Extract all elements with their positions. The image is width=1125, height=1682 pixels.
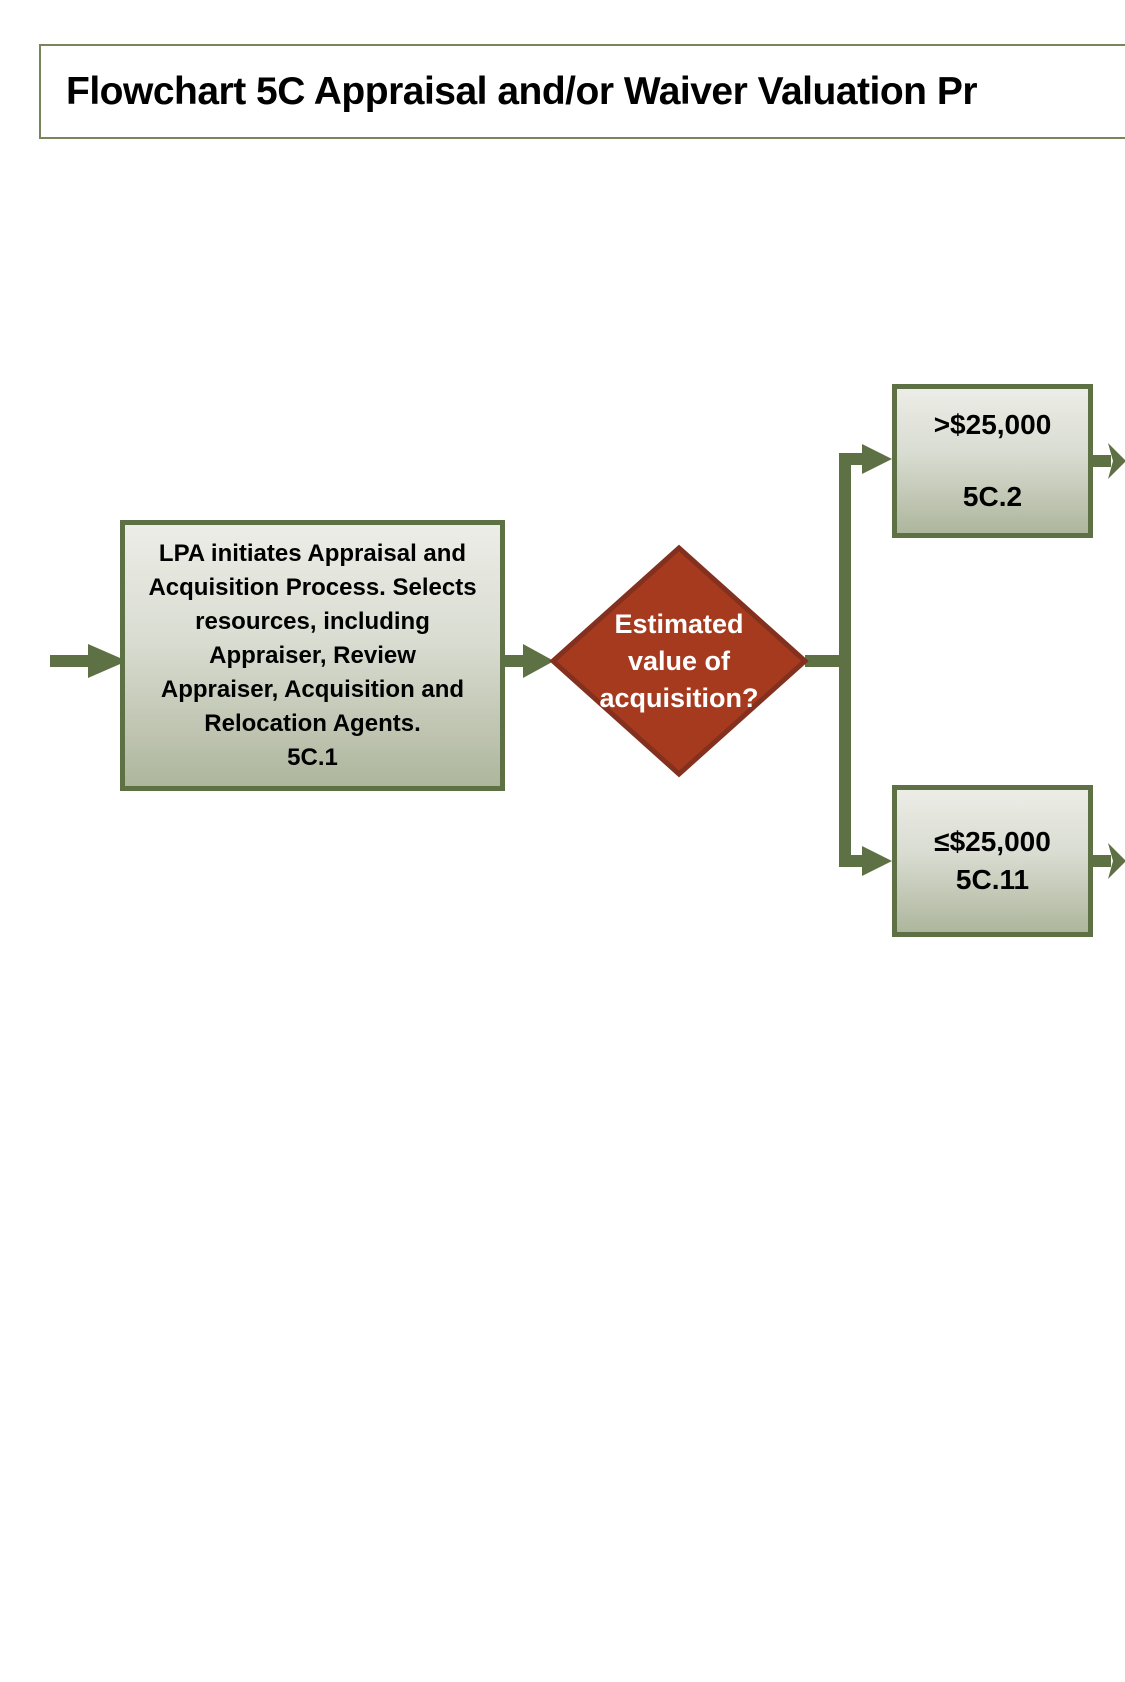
decision-diamond-label: Estimated value of acquisition? bbox=[599, 608, 759, 713]
exit-arrow-under25k bbox=[1093, 843, 1125, 879]
decision-diamond-shape bbox=[549, 544, 809, 778]
process-box-5c2: >$25,000 5C.2 bbox=[892, 384, 1093, 538]
arrow-start-to-decision bbox=[505, 644, 554, 678]
flowchart-title-bar: Flowchart 5C Appraisal and/or Waiver Val… bbox=[39, 44, 1125, 139]
process-box-5c2-label: >$25,000 5C.2 bbox=[933, 409, 1052, 512]
page-title: Flowchart 5C Appraisal and/or Waiver Val… bbox=[66, 69, 978, 113]
process-box-5c11: ≤$25,000 5C.11 bbox=[892, 785, 1093, 937]
arrow-branch-to-under25k bbox=[839, 846, 892, 876]
process-box-5c11-label: ≤$25,000 5C.11 bbox=[934, 826, 1051, 895]
arrow-branch-to-over25k bbox=[839, 444, 892, 474]
process-box-5c1: LPA initiates Appraisal and Acquisition … bbox=[120, 520, 505, 791]
process-box-5c1-label: LPA initiates Appraisal and Acquisition … bbox=[148, 539, 477, 771]
connector-decision-to-branch bbox=[805, 453, 851, 867]
entry-arrow bbox=[50, 644, 127, 678]
exit-arrow-over25k bbox=[1093, 443, 1125, 479]
